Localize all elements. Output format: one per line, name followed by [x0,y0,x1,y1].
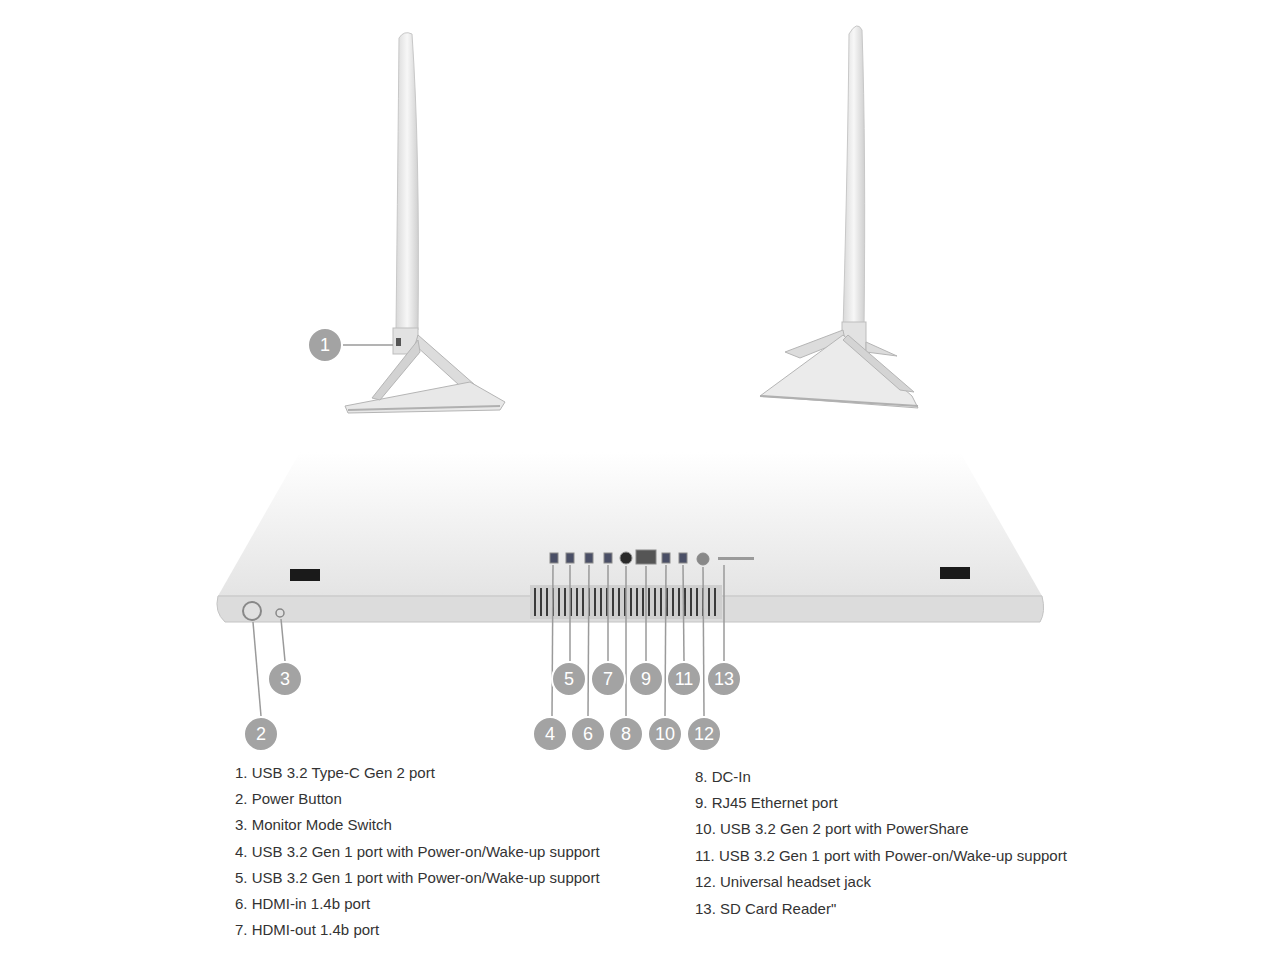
callout-circle: 13 [706,661,742,697]
port-description: 2. Power Button [235,790,342,808]
port-description: 7. HDMI-out 1.4b port [235,921,379,939]
callout-circle: 5 [551,661,587,697]
port-description: 8. DC-In [695,768,751,786]
callout-number: 9 [641,670,651,688]
callout-circle: 3 [267,661,303,697]
callout-number: 1 [320,336,330,354]
port-description: 6. HDMI-in 1.4b port [235,895,370,913]
port-description: 9. RJ45 Ethernet port [695,794,838,812]
callout-circle: 12 [686,716,722,752]
side-view-right [760,26,918,408]
port-description: 4. USB 3.2 Gen 1 port with Power-on/Wake… [235,843,600,861]
callout-circle: 6 [570,716,606,752]
port-description: 10. USB 3.2 Gen 2 port with PowerShare [695,820,968,838]
port-description: 3. Monitor Mode Switch [235,816,392,834]
callout-circle: 8 [608,716,644,752]
callout-number: 12 [694,725,714,743]
callout-number: 13 [714,670,734,688]
port-description: 13. SD Card Reader" [695,900,836,918]
callout-circle: 11 [666,661,702,697]
callout-circle: 2 [243,716,279,752]
callout-number: 2 [256,725,266,743]
callout-number: 7 [603,670,613,688]
callout-number: 5 [564,670,574,688]
callout-circle: 1 [307,327,343,363]
side-view-left [345,33,505,413]
port-description: 1. USB 3.2 Type-C Gen 2 port [235,764,435,782]
callout-number: 11 [675,670,694,688]
callout-circle: 10 [647,716,683,752]
callout-number: 10 [655,725,675,743]
callout-circle: 7 [590,661,626,697]
callout-circle: 4 [532,716,568,752]
port-description: 11. USB 3.2 Gen 1 port with Power-on/Wak… [695,847,1067,865]
callout-number: 3 [280,670,290,688]
callout-number: 8 [621,725,631,743]
port-description: 5. USB 3.2 Gen 1 port with Power-on/Wake… [235,869,600,887]
leader-lines [253,345,724,716]
bottom-view [217,452,1044,622]
callout-circle: 9 [628,661,664,697]
port-description: 12. Universal headset jack [695,873,871,891]
callout-number: 4 [545,725,555,743]
callout-number: 6 [583,725,593,743]
